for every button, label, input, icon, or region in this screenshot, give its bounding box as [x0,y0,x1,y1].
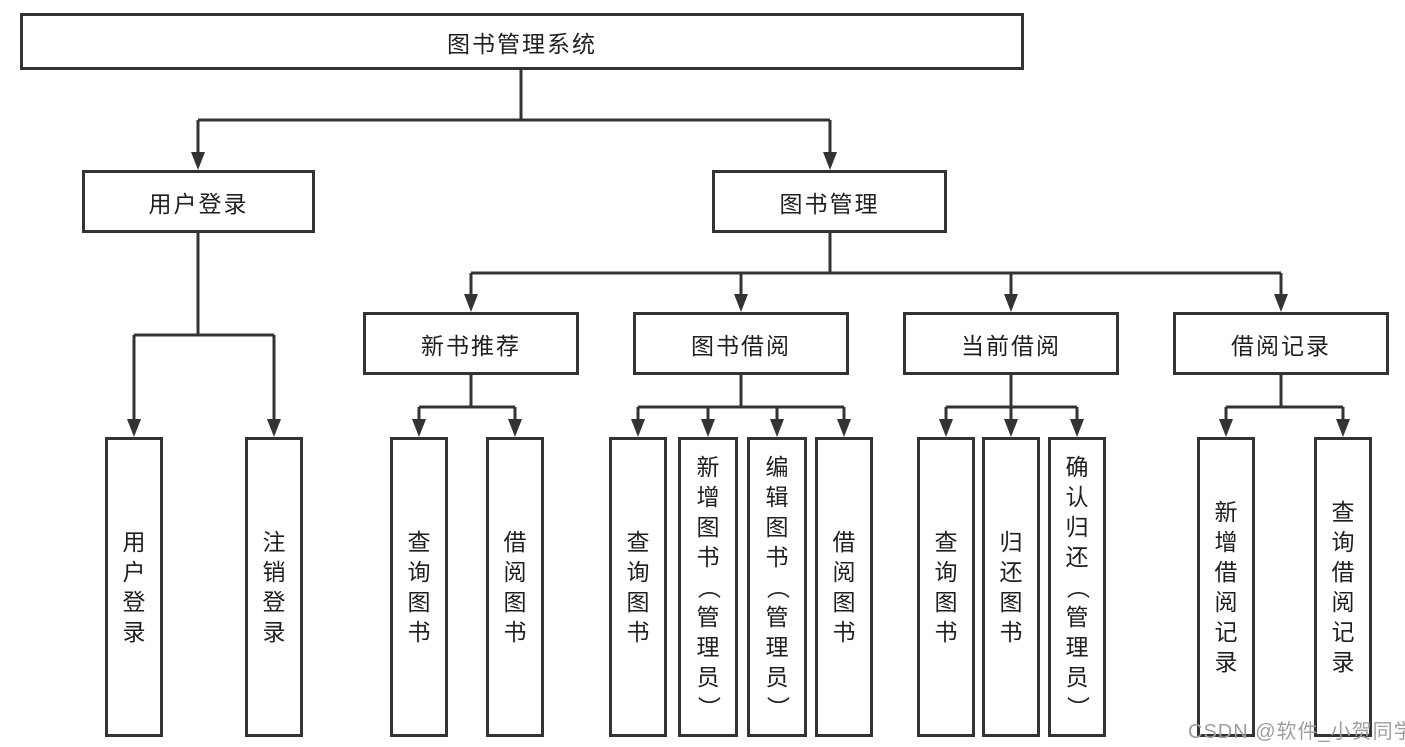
leaf-label-char: 理 [696,633,720,660]
leaf-label-char: 书 [999,618,1023,645]
leaf-label-char: ） [695,695,722,719]
leaf-label-char: 询 [1331,528,1355,555]
leaf-label-char: 理 [1065,633,1089,660]
leaf-label-char: 记 [1214,618,1238,645]
leaf-label-char: 登 [262,588,286,615]
leaf-confirm-return-admin: 确认归还 （ 管理员 ） [1048,437,1106,737]
leaf-label-char: 理 [765,633,789,660]
leaf-label-char: 录 [1331,648,1355,675]
leaf-label-char: 书 [626,618,650,645]
leaf-label-char: 录 [262,618,286,645]
leaf-query-books-current: 查询图书 [917,437,975,737]
leaf-label-char: 阅 [1331,588,1355,615]
leaf-label-char: 管 [765,603,789,630]
csdn-watermark: CSDN @软件_小贺同学 [1188,721,1405,743]
leaf-label-char: 新 [696,453,720,480]
leaf-label-char: ） [1064,695,1091,719]
leaf-label-char: 记 [1331,618,1355,645]
leaf-label-char: 图 [765,513,789,540]
leaf-label-char: 书 [765,543,789,570]
leaf-label-char: 书 [832,618,856,645]
leaf-label-char: 归 [999,528,1023,555]
leaf-user-login: 用户登录 [105,437,163,737]
node-root-system: 图书管理系统 [20,13,1024,70]
leaf-label-char: 登 [122,588,146,615]
leaf-logout: 注销登录 [245,437,303,737]
leaf-label-char: 员 [696,663,720,690]
leaf-label-char: 图 [999,588,1023,615]
node-book-management: 图书管理 [712,170,947,233]
leaf-label-char: 增 [696,483,720,510]
leaf-label-char: 借 [832,528,856,555]
leaf-label-char: 借 [503,528,527,555]
leaf-label-char: 图 [832,588,856,615]
leaf-label-char: 书 [503,618,527,645]
leaf-edit-books-admin: 编辑图书 （ 管理员 ） [747,437,807,737]
leaf-label-char: （ [764,575,791,599]
leaf-query-borrow-record: 查询借阅记录 [1314,437,1372,737]
leaf-borrow-books-recommend: 借阅图书 [486,437,544,737]
leaf-label-char: 管 [1065,603,1089,630]
leaf-add-books-admin: 新增图书 （ 管理员 ） [678,437,738,737]
leaf-label-char: 图 [934,588,958,615]
leaf-label-char: 图 [626,588,650,615]
leaf-label-char: 录 [122,618,146,645]
leaf-label-char: 阅 [503,558,527,585]
leaf-label-char: 阅 [1214,588,1238,615]
node-new-book-recommend: 新书推荐 [363,312,579,375]
leaf-label-char: 增 [1214,528,1238,555]
leaf-label-char: （ [1064,575,1091,599]
leaf-label-char: 询 [407,558,431,585]
leaf-label-char: 书 [407,618,431,645]
leaf-label-char: 借 [1214,558,1238,585]
leaf-label-char: 图 [407,588,431,615]
node-borrowing-records: 借阅记录 [1173,312,1389,375]
leaf-label-char: 编 [765,453,789,480]
leaf-query-books-recommend: 查询图书 [390,437,448,737]
leaf-label-char: 查 [407,528,431,555]
leaf-label-char: 图 [503,588,527,615]
leaf-label-char: 录 [1214,648,1238,675]
leaf-borrow-books: 借阅图书 [815,437,873,737]
leaf-label-char: 管 [696,603,720,630]
leaf-label-char: 阅 [832,558,856,585]
leaf-label-char: 查 [1331,498,1355,525]
leaf-query-books-borrow: 查询图书 [609,437,667,737]
leaf-label-char: 查 [934,528,958,555]
leaf-label-char: 认 [1065,483,1089,510]
leaf-label-char: 注 [262,528,286,555]
leaf-label-char: 书 [934,618,958,645]
leaf-label-char: 户 [122,558,146,585]
leaf-label-char: 还 [1065,543,1089,570]
node-current-borrowing: 当前借阅 [903,312,1119,375]
leaf-label-char: 查 [626,528,650,555]
leaf-label-char: 借 [1331,558,1355,585]
leaf-label-char: 员 [1065,663,1089,690]
leaf-label-char: ） [764,695,791,719]
leaf-label-char: 询 [626,558,650,585]
leaf-label-char: 图 [696,513,720,540]
leaf-label-char: 辑 [765,483,789,510]
leaf-label-char: （ [695,575,722,599]
leaf-label-char: 询 [934,558,958,585]
leaf-label-char: 员 [765,663,789,690]
leaf-label-char: 归 [1065,513,1089,540]
leaf-label-char: 销 [262,558,286,585]
leaf-label-char: 还 [999,558,1023,585]
node-user-login: 用户登录 [82,170,315,233]
leaf-label-char: 确 [1065,453,1089,480]
leaf-label-char: 用 [122,528,146,555]
leaf-return-books: 归还图书 [982,437,1040,737]
leaf-label-char: 新 [1214,498,1238,525]
leaf-label-char: 书 [696,543,720,570]
node-book-borrowing: 图书借阅 [633,312,849,375]
leaf-add-borrow-record: 新增借阅记录 [1197,437,1255,737]
